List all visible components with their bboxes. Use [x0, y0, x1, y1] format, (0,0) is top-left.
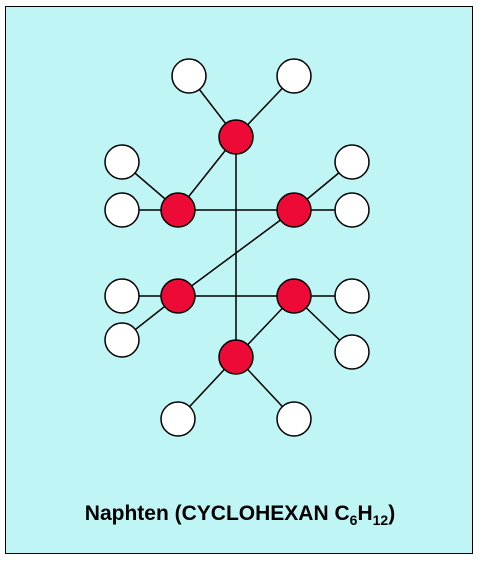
carbon-atom — [218, 339, 254, 375]
carbon-atom — [276, 278, 312, 314]
hydrogen-atom — [104, 278, 140, 314]
hydrogen-atom — [104, 144, 140, 180]
caption-suffix: ) — [388, 502, 396, 525]
caption-subscript-hydrogen: 12 — [372, 512, 389, 528]
caption-subscript-carbon: 6 — [349, 512, 358, 528]
hydrogen-atom — [276, 58, 312, 94]
carbon-atom — [218, 119, 254, 155]
atoms-layer — [104, 58, 370, 437]
hydrogen-atom — [334, 278, 370, 314]
hydrogen-atom — [104, 192, 140, 228]
hydrogen-atom — [160, 401, 196, 437]
carbon-atom — [160, 278, 196, 314]
carbon-atom — [276, 192, 312, 228]
hydrogen-atom — [104, 322, 140, 358]
caption-prefix: Naphten (CYCLOHEXAN C — [84, 502, 350, 525]
caption-hydrogen-symbol: H — [357, 502, 373, 525]
hydrogen-atom — [334, 192, 370, 228]
diagram-panel — [5, 6, 473, 554]
carbon-atom — [160, 192, 196, 228]
diagram-caption: Naphten (CYCLOHEXAN C6H12) — [0, 502, 480, 528]
hydrogen-atom — [334, 144, 370, 180]
hydrogen-atom — [276, 401, 312, 437]
hydrogen-atom — [334, 334, 370, 370]
hydrogen-atom — [171, 58, 207, 94]
